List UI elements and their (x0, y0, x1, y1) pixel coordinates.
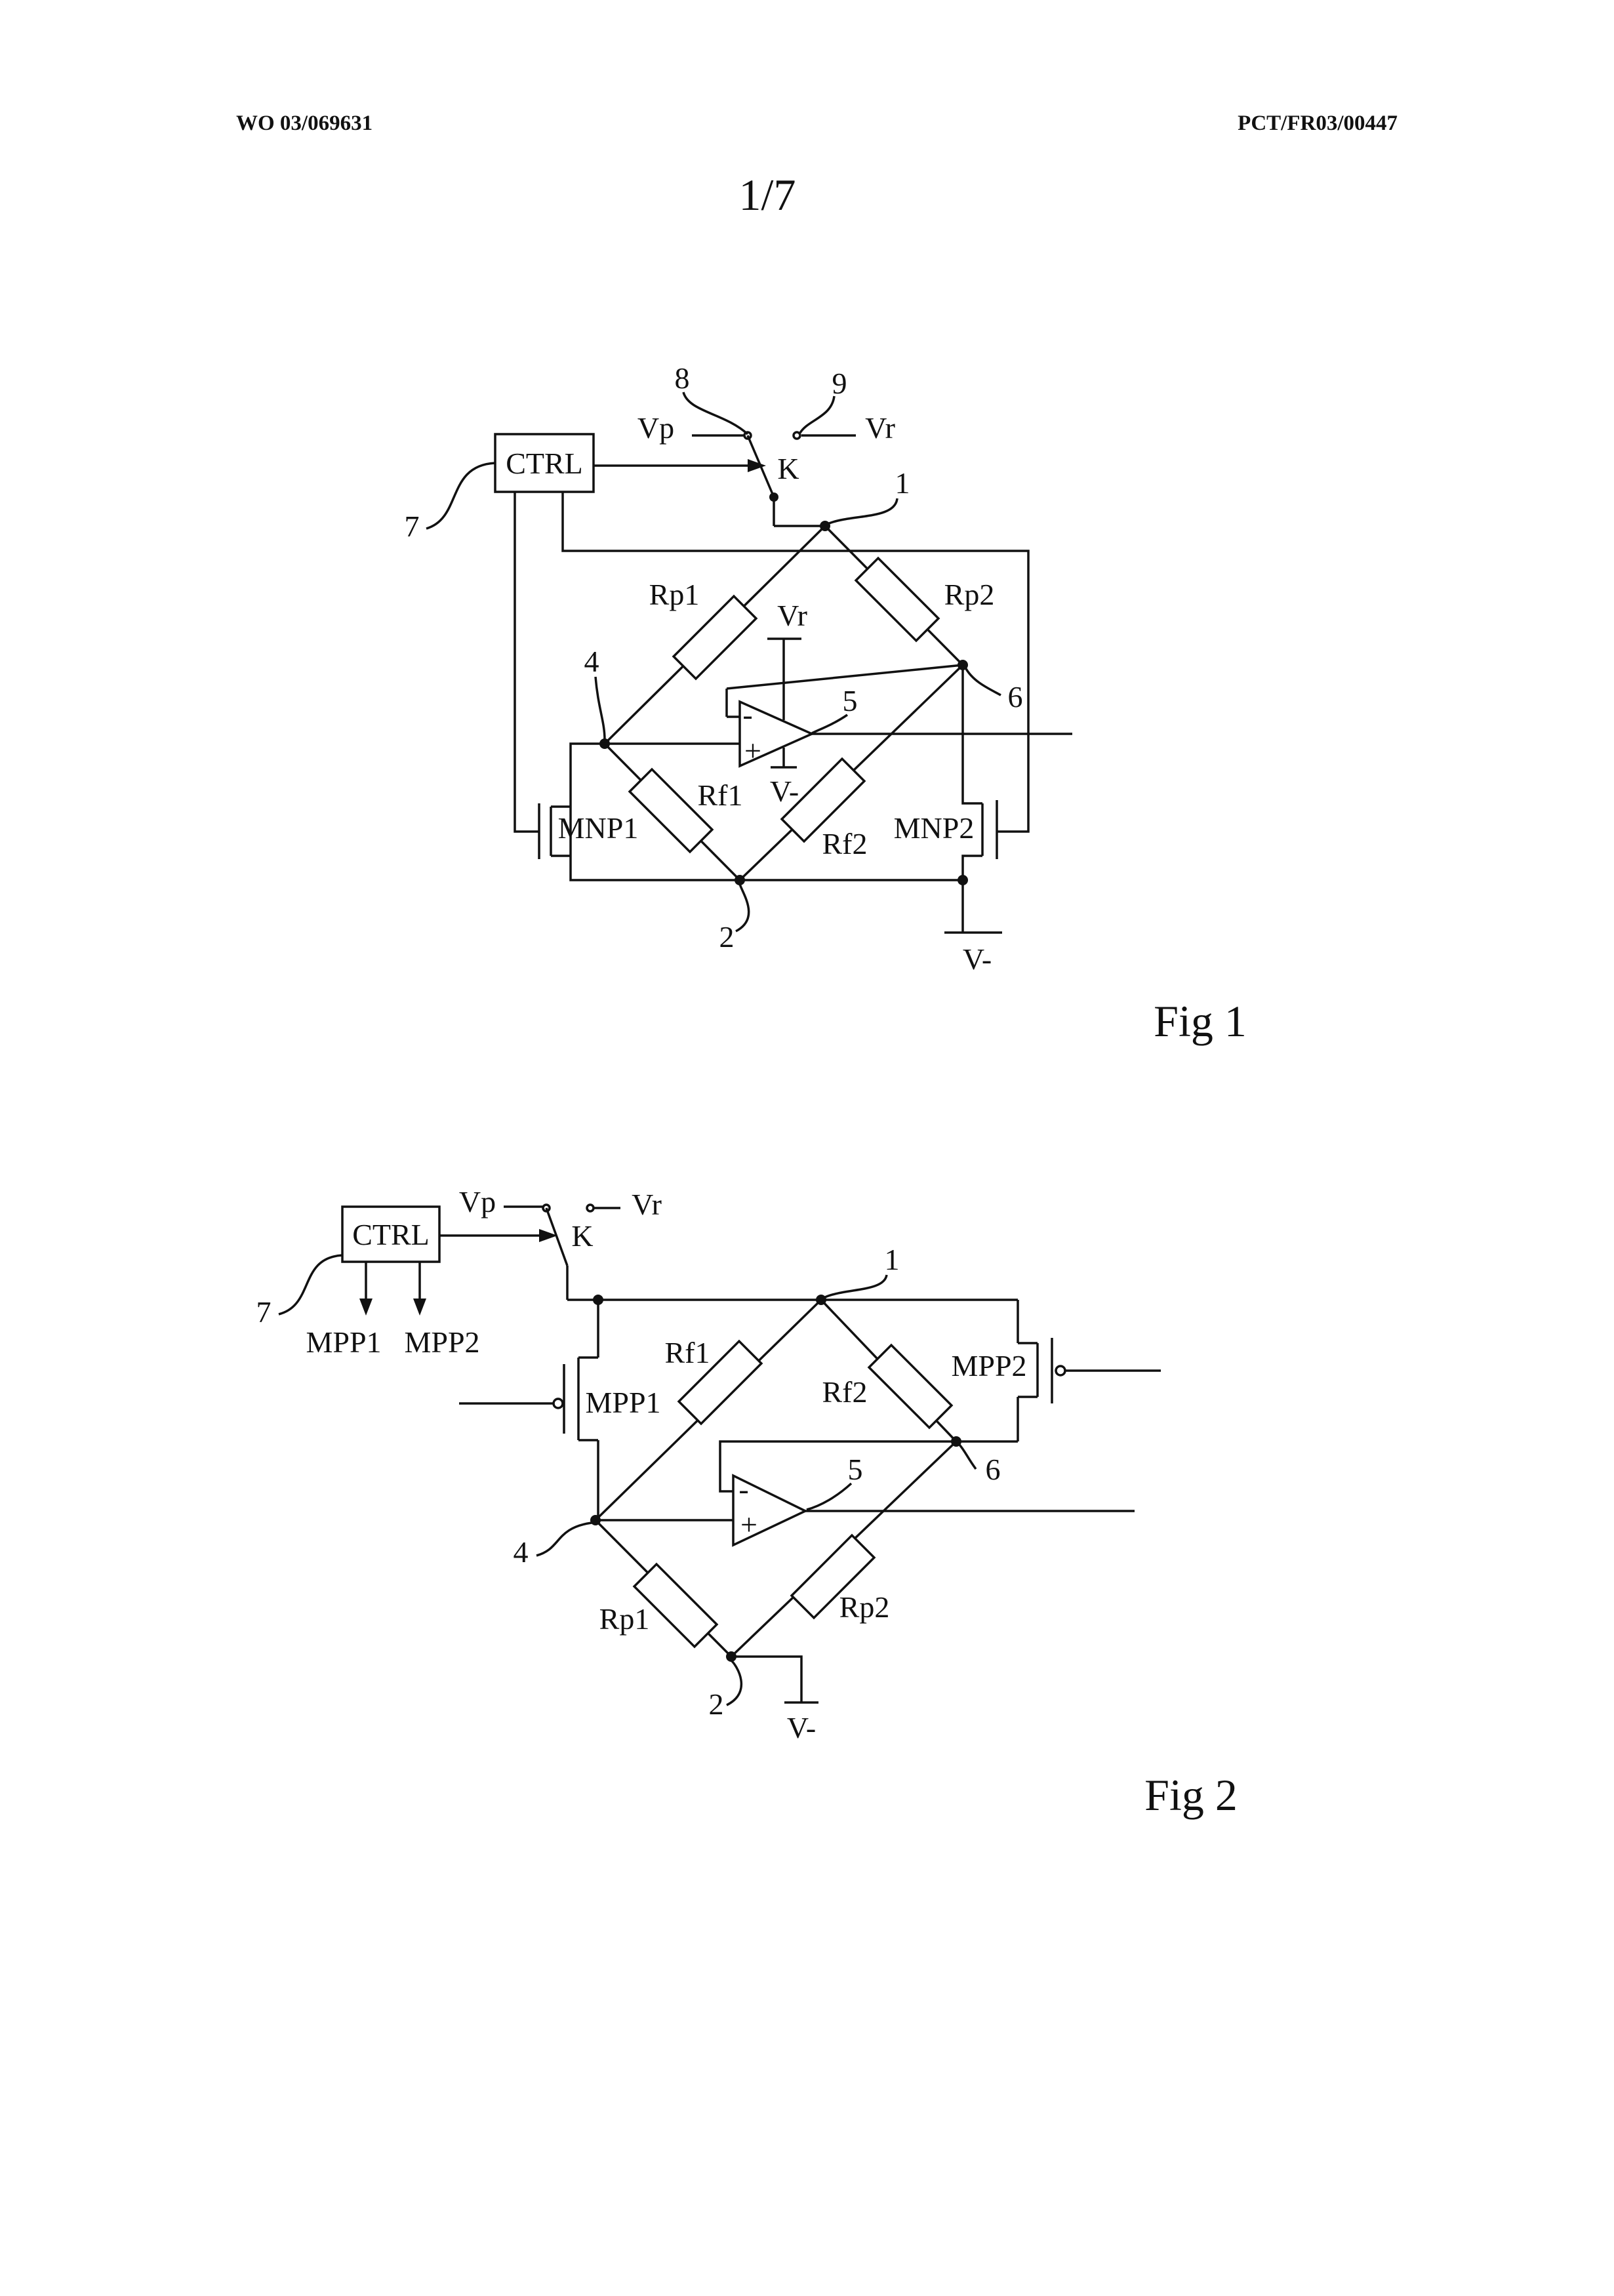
fig2-vr-label: Vr (632, 1188, 662, 1221)
fig1-vr-supply-label: Vr (777, 599, 807, 632)
fig2-ctrl-block: CTRL (342, 1207, 439, 1262)
fig1-ref-9: 9 (832, 367, 847, 400)
fig2-ref-1: 1 (885, 1243, 900, 1276)
fig1-rp2-resistor (856, 558, 938, 641)
fig2-mpp1-output-label: MPP1 (306, 1325, 381, 1359)
fig2-rf2-resistor (869, 1345, 952, 1428)
fig2-ref-6: 6 (986, 1453, 1001, 1486)
fig1-ctrl-to-switch-arrow (594, 459, 766, 472)
fig1-mnp2-label: MNP2 (894, 811, 975, 845)
fig2-vp-label: Vp (459, 1185, 496, 1218)
fig1-ref-2: 2 (719, 920, 735, 954)
fig1-ref-8: 8 (675, 361, 690, 395)
fig2-rp2-label: Rp2 (839, 1590, 890, 1624)
fig1-vminus-ground-label: V- (963, 942, 992, 976)
fig1-switch-k (692, 432, 856, 526)
figure-2: CTRL (256, 1185, 1238, 1820)
fig2-rp1-label: Rp1 (599, 1602, 650, 1636)
fig2-ref-2: 2 (709, 1687, 724, 1721)
fig1-rp2-label: Rp2 (944, 578, 995, 611)
fig2-bridge (567, 1295, 1018, 1702)
fig2-mpp2-output-label: MPP2 (404, 1325, 479, 1359)
fig1-ctrl-block: CTRL (495, 434, 594, 492)
fig2-rf1-label: Rf1 (665, 1336, 710, 1369)
fig2-ref-7: 7 (256, 1295, 272, 1329)
fig2-ref-4: 4 (514, 1535, 529, 1569)
figure-1: CTRL (405, 361, 1247, 1046)
fig1-vr-label: Vr (865, 411, 895, 445)
fig2-leaders (279, 1255, 976, 1705)
fig1-ref-6: 6 (1008, 680, 1023, 714)
fig1-ref-7: 7 (405, 510, 420, 543)
fig2-opamp-minus: - (738, 1472, 748, 1506)
fig1-opamp-plus: + (744, 734, 761, 767)
fig1-ref-1: 1 (895, 466, 910, 500)
fig1-rf2-label: Rf2 (822, 827, 868, 860)
fig2-k-label: K (571, 1219, 593, 1253)
fig1-k-label: K (777, 452, 799, 485)
fig2-mpp2-label: MPP2 (951, 1349, 1026, 1382)
fig2-rf2-label: Rf2 (822, 1375, 868, 1409)
fig2-opamp-plus: + (740, 1508, 757, 1541)
fig1-ref-4: 4 (584, 645, 599, 678)
fig1-ctrl-to-mnp1-line (515, 492, 531, 832)
fig2-ctrl-outputs (359, 1262, 426, 1316)
fig2-ref-5: 5 (848, 1453, 863, 1486)
fig1-ref-5: 5 (843, 684, 858, 717)
fig1-rp1-label: Rp1 (649, 578, 700, 611)
fig2-vminus-label: V- (787, 1711, 816, 1744)
fig1-ctrl-label: CTRL (506, 447, 583, 480)
fig2-ctrl-label: CTRL (352, 1218, 430, 1251)
fig2-mpp1-label: MPP1 (585, 1386, 660, 1419)
fig2-caption: Fig 2 (1144, 1770, 1238, 1820)
fig2-mpp1-transistor (459, 1300, 598, 1520)
fig1-rf1-label: Rf1 (698, 778, 743, 812)
fig1-caption: Fig 1 (1154, 996, 1247, 1046)
fig1-vp-label: Vp (637, 411, 674, 445)
fig1-vminus-opamp-label: V- (770, 775, 799, 808)
fig1-mnp1-label: MNP1 (558, 811, 639, 845)
fig1-opamp-minus: - (742, 698, 752, 731)
